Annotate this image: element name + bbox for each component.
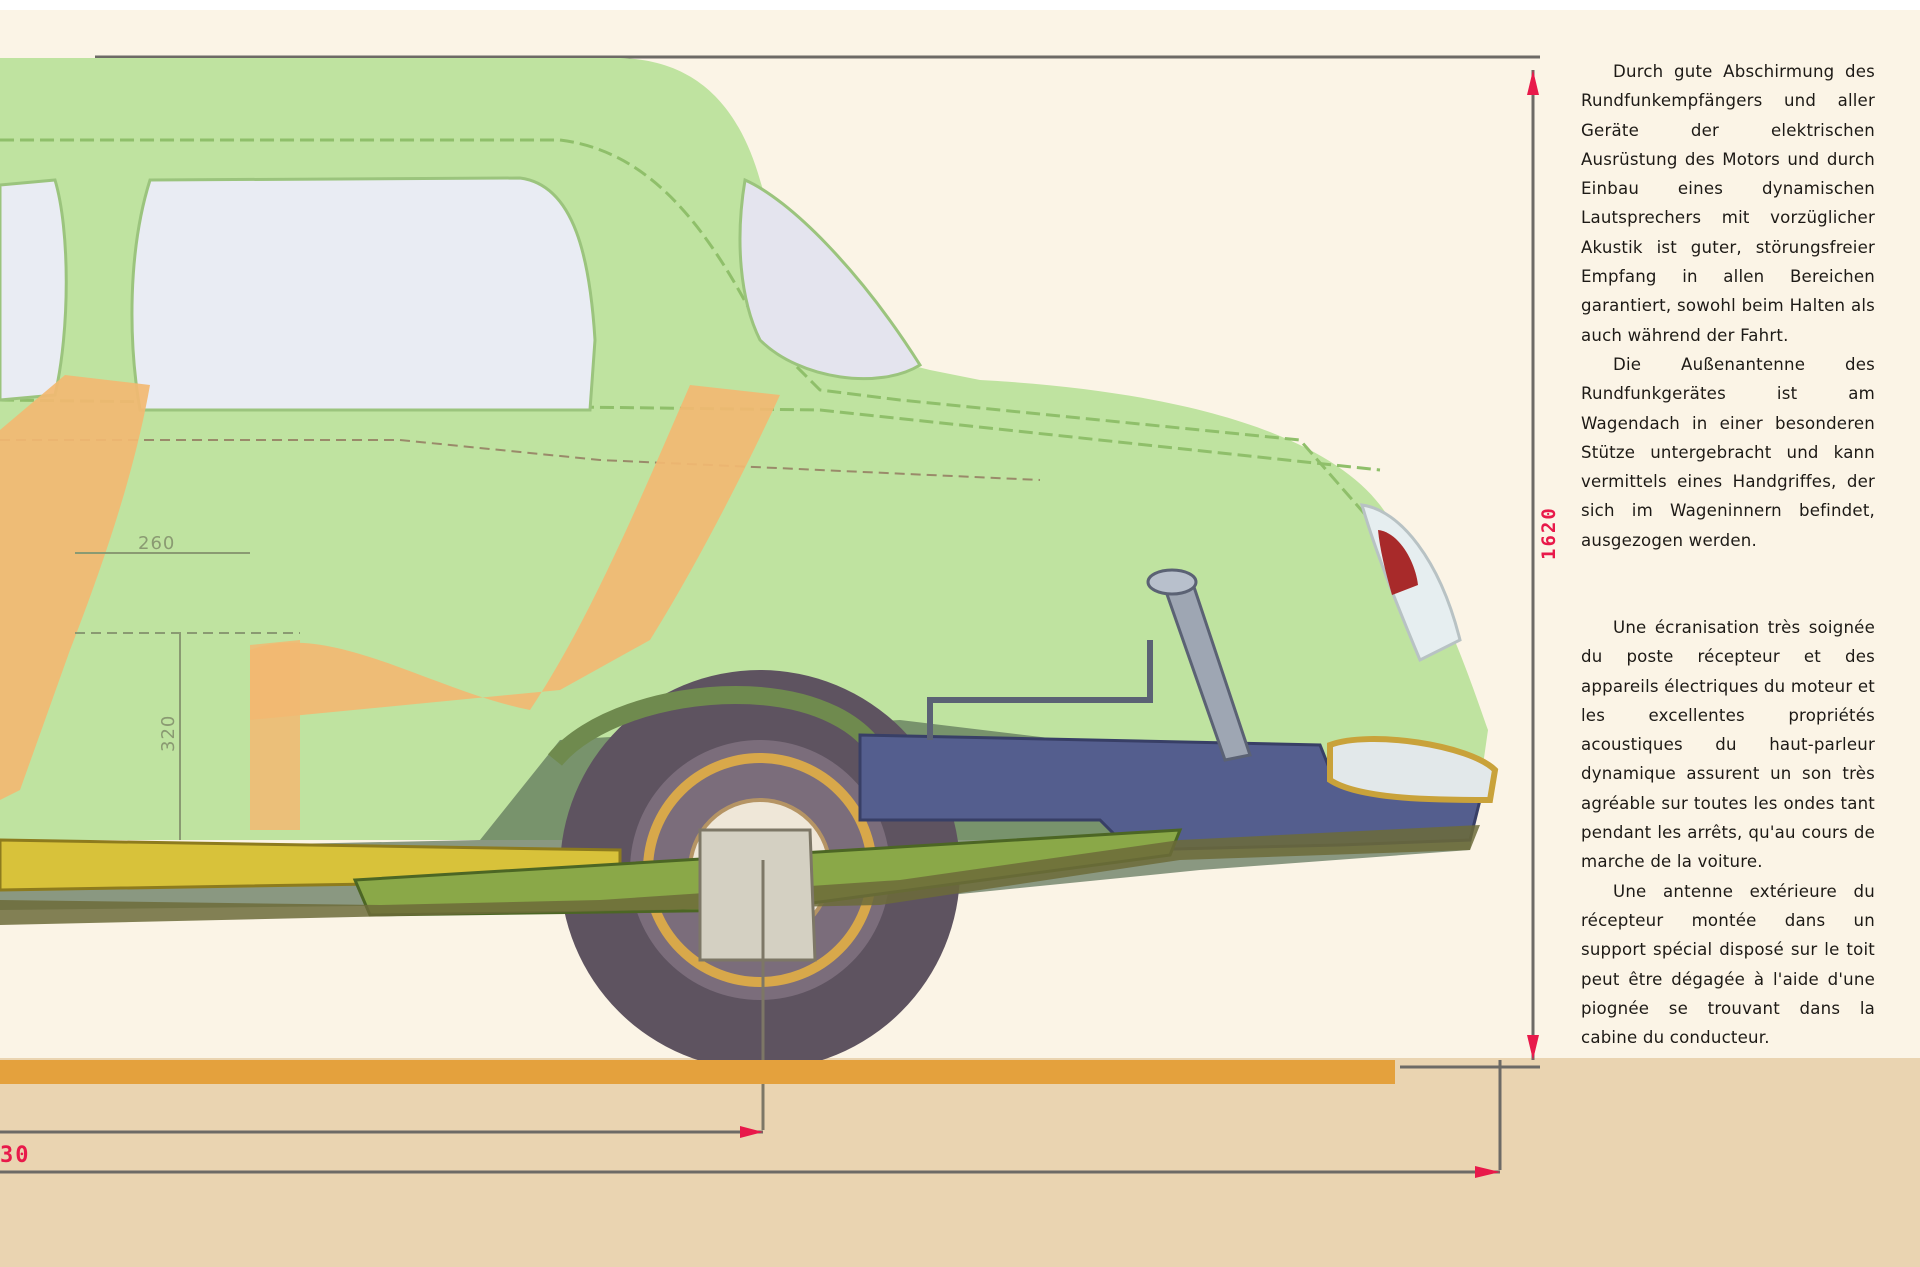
dimension-320-label: 320: [158, 714, 179, 752]
lower-tan-band: [0, 1058, 1920, 1267]
seat-cushion: [250, 640, 300, 830]
front-seat: [0, 375, 150, 800]
arrow-bottom: [1527, 1035, 1539, 1060]
lower-frame-edge: [0, 825, 1480, 925]
german-text-column: Durch gute Abschirmung des Rundfunkempfä…: [1581, 57, 1875, 555]
body-panel-line: [0, 138, 1442, 641]
antenna-cable: [927, 640, 1153, 740]
german-paragraph-1: Durch gute Abschirmung des Rundfunkempfä…: [1581, 62, 1875, 345]
tail-light-lens: [1378, 530, 1418, 595]
rear-side-window: [130, 176, 597, 412]
rear-seat: [250, 385, 780, 720]
rear-bumper: [1327, 736, 1499, 804]
rear-quarter-window: [738, 177, 923, 381]
german-paragraph-2: Die Außenantenne des Rundfunkgerätes ist…: [1581, 354, 1875, 550]
arrow-wheelbase: [740, 1126, 763, 1138]
front-window-fragment: [0, 178, 68, 402]
differential: [698, 828, 817, 962]
french-text-column: Une écranisation très soignée du poste r…: [1581, 613, 1875, 1052]
arrow-top: [1527, 70, 1539, 95]
floor-strip: [0, 1060, 1395, 1084]
dimension-wheelbase-label: 30: [0, 1143, 31, 1168]
dimension-height-label: 1620: [1538, 506, 1560, 560]
dimension-260-label: 260: [138, 533, 176, 554]
french-paragraph-2: Une antenne extérieure du récepteur mont…: [1581, 881, 1875, 1048]
inner-dash-line: [0, 439, 1041, 481]
page-top-edge: [0, 0, 1920, 10]
french-paragraph-1: Une écranisation très soignée du poste r…: [1581, 618, 1875, 872]
arrow-length: [1475, 1166, 1500, 1178]
